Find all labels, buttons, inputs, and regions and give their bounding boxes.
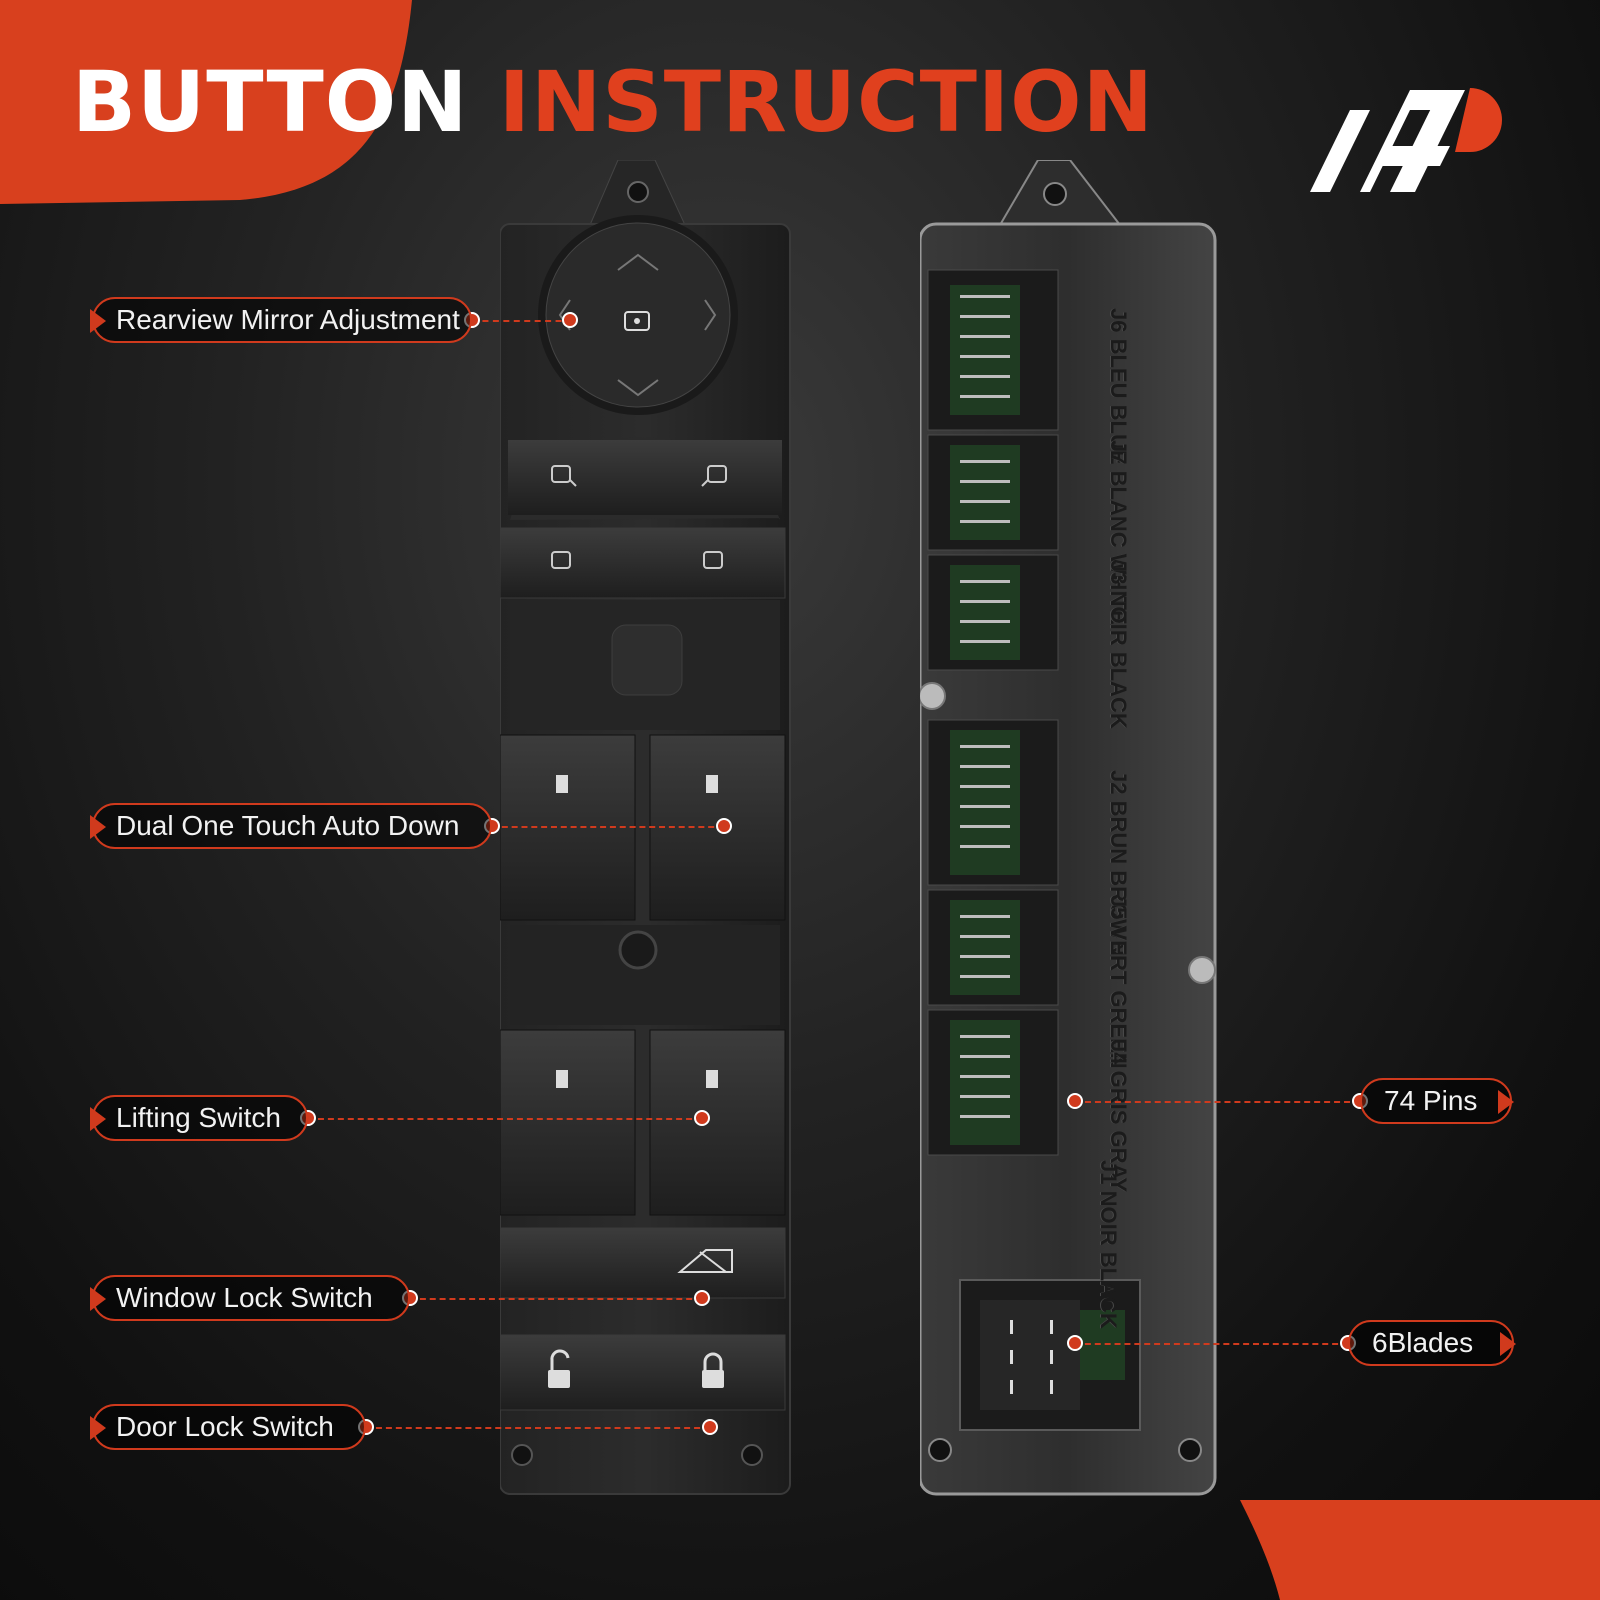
- leader-rearview: [472, 320, 572, 322]
- callout-label: Rearview Mirror Adjustment: [116, 304, 460, 335]
- dot-window-lock-target: [694, 1290, 710, 1306]
- connector-fr: BRUN: [1106, 800, 1131, 865]
- corner-accent-bottom-right: [1240, 1500, 1600, 1600]
- callout-label: Lifting Switch: [116, 1102, 281, 1133]
- leader-lifting: [308, 1118, 702, 1120]
- connector-id: J1: [1096, 1160, 1121, 1185]
- connector-label-j3: J3 NOIR BLACK: [1106, 560, 1131, 729]
- mirror-left-icon: [551, 465, 577, 487]
- unlock-icon: [548, 1349, 570, 1388]
- title-word-button: BUTTON: [72, 53, 469, 151]
- callout-window-lock-switch: Window Lock Switch: [90, 1275, 410, 1321]
- page-title: BUTTON INSTRUCTION: [72, 60, 1154, 144]
- mirror-joystick-icon: [624, 311, 650, 331]
- connector-id: J5: [1106, 895, 1131, 920]
- dot-6-blades-target: [1067, 1335, 1083, 1351]
- connector-id: J3: [1106, 560, 1131, 585]
- leader-auto-down: [492, 826, 724, 828]
- connector-id: J2: [1106, 770, 1131, 795]
- corner-accent-top-left: [0, 0, 412, 204]
- connector-fr: BLANC: [1106, 470, 1131, 548]
- connector-label-j1: J1 NOIR BLACK: [1096, 1160, 1121, 1329]
- connector-fr: NOIR: [1106, 590, 1131, 646]
- callout-74-pins: 74 Pins: [1360, 1078, 1514, 1124]
- connector-fr: GRIS: [1106, 1070, 1131, 1125]
- leader-6-blades: [1075, 1343, 1348, 1345]
- callout-label: Window Lock Switch: [116, 1282, 373, 1313]
- callout-label: Dual One Touch Auto Down: [116, 810, 460, 841]
- callout-label: 74 Pins: [1384, 1085, 1478, 1116]
- dot-74-pins-target: [1067, 1093, 1083, 1109]
- leader-74-pins: [1075, 1101, 1360, 1103]
- title-word-instruction: INSTRUCTION: [498, 53, 1154, 151]
- connector-fr: BLEU: [1106, 338, 1131, 399]
- callout-6-blades: 6Blades: [1348, 1320, 1516, 1366]
- connector-id: J4: [1106, 1040, 1131, 1065]
- brand-logo: [1310, 88, 1502, 192]
- dot-auto-down-target: [716, 818, 732, 834]
- mirror-fold-icon: [551, 551, 723, 569]
- leader-door-lock: [366, 1427, 710, 1429]
- window-switch-back: [920, 160, 1217, 1496]
- connector-en: BLACK: [1106, 651, 1131, 729]
- window-lock-icon: [677, 1249, 733, 1273]
- connector-id: J7: [1106, 440, 1131, 465]
- dot-lifting-target: [694, 1110, 710, 1126]
- callout-label: 6Blades: [1372, 1327, 1474, 1358]
- leader-window-lock: [410, 1298, 702, 1300]
- callout-rearview-mirror-adjustment: Rearview Mirror Adjustment: [90, 297, 472, 343]
- connector-id: J6: [1106, 308, 1131, 333]
- window-switch-front: [500, 160, 791, 1495]
- callout-door-lock-switch: Door Lock Switch: [90, 1404, 366, 1450]
- connector-fr: NOIR: [1096, 1190, 1121, 1246]
- connector-en: BLACK: [1096, 1251, 1121, 1329]
- mirror-right-icon: [701, 465, 727, 487]
- lock-icon: [702, 1352, 724, 1388]
- dot-door-lock-target: [702, 1419, 718, 1435]
- connector-fr: VERT: [1106, 925, 1131, 985]
- callout-lifting-switch: Lifting Switch: [90, 1095, 308, 1141]
- dot-rearview-target: [562, 312, 578, 328]
- callout-label: Door Lock Switch: [116, 1411, 334, 1442]
- callout-dual-one-touch-auto-down: Dual One Touch Auto Down: [90, 803, 492, 849]
